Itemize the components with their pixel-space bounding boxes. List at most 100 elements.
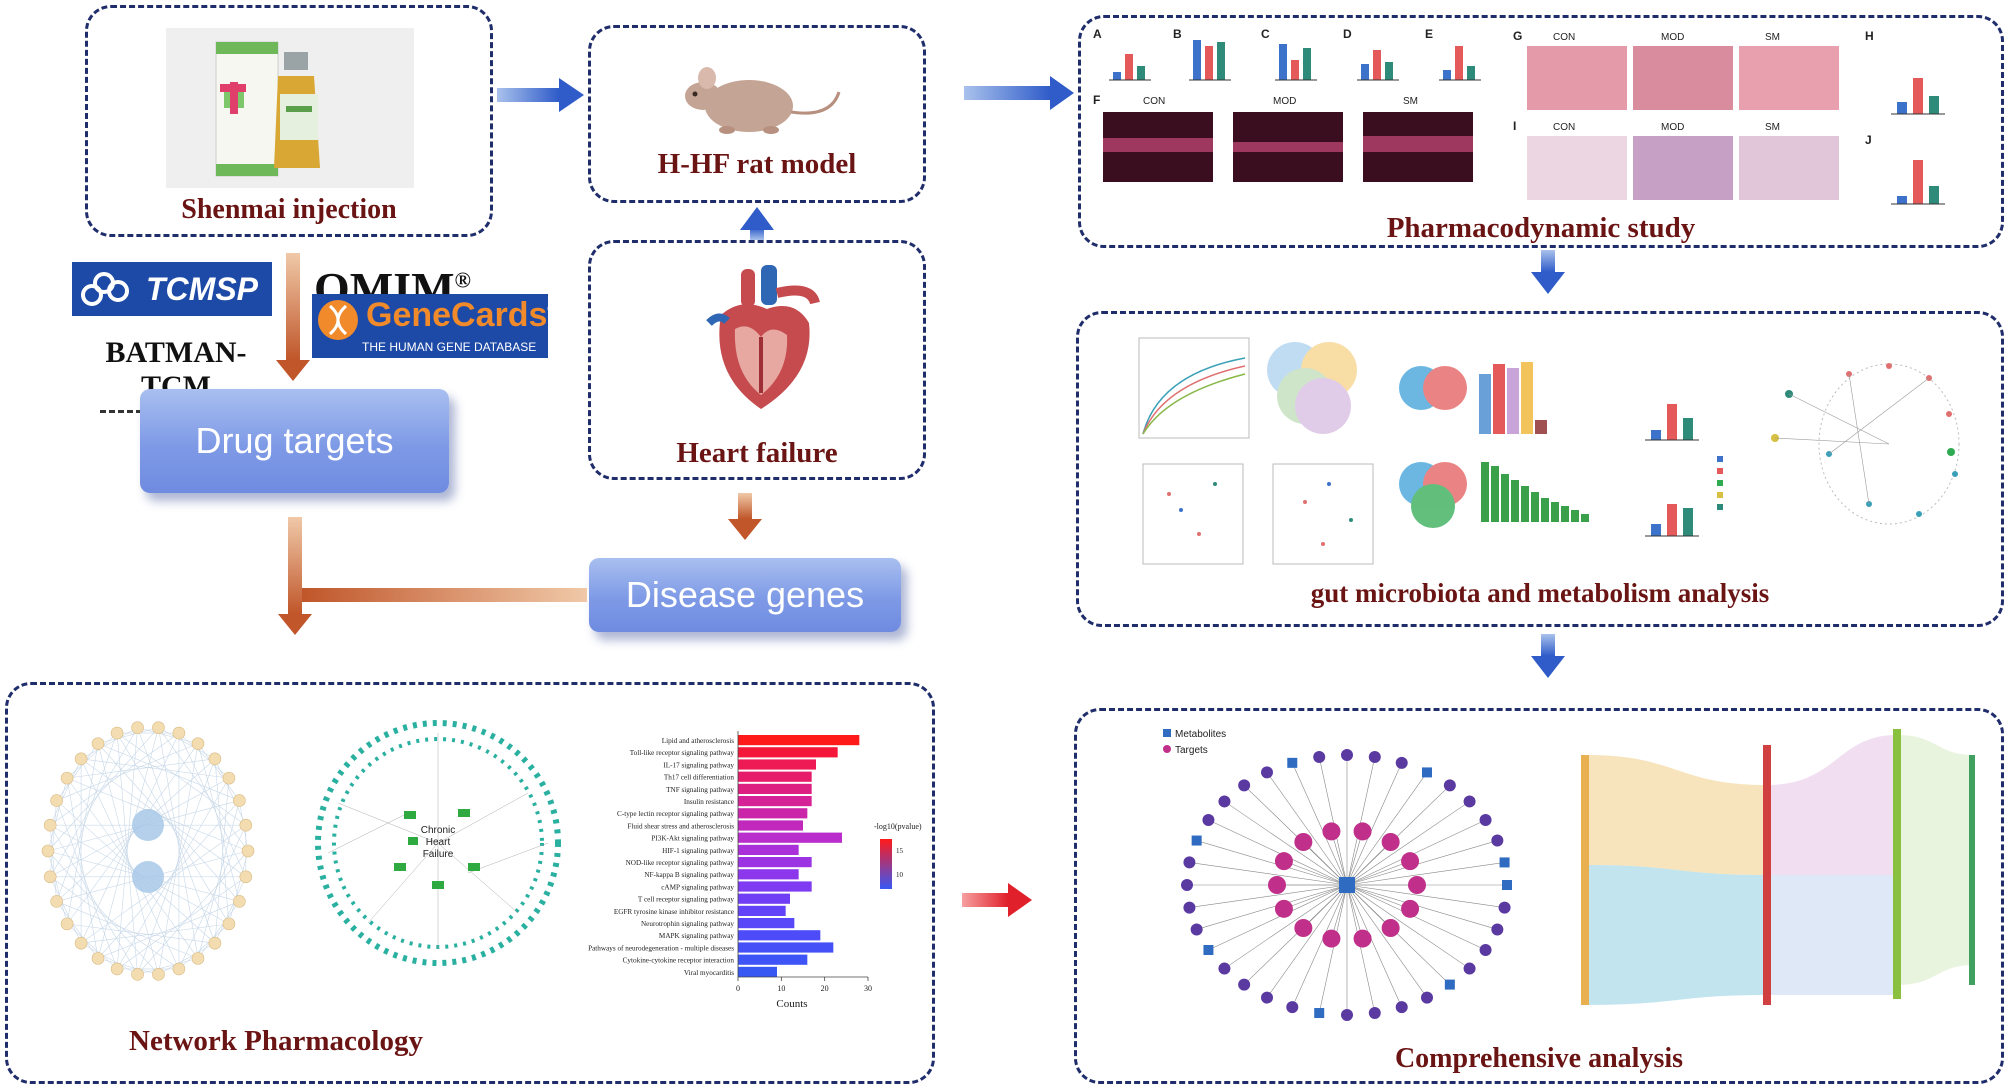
target-node xyxy=(1401,899,1420,918)
metabolite-node xyxy=(1502,880,1512,890)
pharmaco-bar-h xyxy=(1891,78,1945,115)
ppi-edge xyxy=(56,901,199,959)
target-node xyxy=(1443,779,1456,792)
metabolite-node xyxy=(1287,757,1298,768)
comp-edge xyxy=(1346,884,1486,951)
metabolite-node xyxy=(1444,979,1455,990)
kegg-bar xyxy=(738,966,777,977)
letter-h: H xyxy=(1865,29,1874,43)
ppi-edge xyxy=(66,743,199,925)
gut-figure xyxy=(1138,337,1960,565)
ppi-node xyxy=(152,721,165,734)
ppi-edge xyxy=(50,732,180,826)
comp-edge xyxy=(1208,819,1348,886)
comp-edge xyxy=(1292,762,1348,886)
arrow-pharmacodynamic-to-gut xyxy=(1531,250,1565,294)
comp-edge xyxy=(1196,884,1348,930)
kegg-legend-gradient xyxy=(880,839,892,889)
ppi-edge xyxy=(80,758,180,970)
ppi-edge xyxy=(214,758,230,924)
metabolite-node xyxy=(1499,857,1510,868)
target-node xyxy=(1322,822,1341,841)
kegg-x-tick-label: 30 xyxy=(864,984,872,993)
network-panel: Chronic Heart Failure Lipid and atherosc… xyxy=(5,682,935,1084)
metabolite-bars-bottom xyxy=(1645,504,1699,537)
comp-edge xyxy=(1196,840,1348,886)
target-node xyxy=(1294,832,1313,851)
genecards-registered-mark: ® xyxy=(547,300,558,317)
kegg-bar xyxy=(738,796,812,807)
ppi-edge xyxy=(80,824,246,944)
arrow-shenmai-to-rat xyxy=(497,78,584,112)
kegg-bar xyxy=(738,857,812,868)
arrow-heart-failure-to-disease-genes xyxy=(728,493,762,540)
venn-two-top xyxy=(1399,366,1467,410)
ppi-edge xyxy=(158,942,216,975)
disease-genes-box: Disease genes xyxy=(589,558,901,632)
target-node xyxy=(1498,901,1511,914)
comp-edge xyxy=(1266,884,1348,998)
ppi-edge xyxy=(158,727,199,959)
ppi-node xyxy=(222,771,236,785)
ppi-node xyxy=(74,752,88,766)
metabolite-node xyxy=(1203,945,1214,955)
pcoa-plot-right xyxy=(1272,463,1374,565)
comp-edge xyxy=(1318,756,1348,886)
comp-edge xyxy=(1346,884,1428,998)
echo-label-mod: MOD xyxy=(1273,96,1296,107)
kegg-bar xyxy=(738,783,812,794)
ppi-edge xyxy=(81,923,229,944)
ppi-edge xyxy=(49,758,82,826)
comp-edge xyxy=(1346,884,1505,908)
ppi-edge xyxy=(67,923,215,944)
ppi-edge xyxy=(178,732,230,779)
comp-edge xyxy=(1189,862,1348,886)
pharmaco-bar-d: D xyxy=(1343,27,1399,81)
ppi-node xyxy=(60,917,74,931)
comp-edge xyxy=(1208,884,1348,951)
pcoa-plot-left xyxy=(1142,463,1244,565)
network-title: Network Pharmacology xyxy=(129,1025,423,1057)
ppi-node xyxy=(208,752,222,766)
heart-failure-panel: Heart failure xyxy=(588,240,926,480)
metabolite-node xyxy=(1191,835,1202,846)
ppi-edge xyxy=(66,743,99,924)
target-node xyxy=(1218,795,1231,808)
target-node xyxy=(1261,991,1273,1004)
ppi-edge xyxy=(214,778,230,944)
letter-j: J xyxy=(1865,133,1872,147)
ppi-node xyxy=(233,794,246,807)
ppi-edge xyxy=(178,825,247,970)
pharmacodynamic-figure: A B C D E F CON MOD SM G CON MOD SM I CO… xyxy=(1093,27,1945,205)
kegg-pathway-label: TNF signaling pathway xyxy=(666,786,734,794)
intestine-label-mod: MOD xyxy=(1661,122,1684,133)
ppi-node xyxy=(222,917,236,931)
arrow-drug-targets-to-network xyxy=(278,517,312,635)
kegg-bar xyxy=(738,820,803,831)
ppi-node xyxy=(208,936,222,950)
chronic-heart-failure-line-1: Chronic xyxy=(421,825,455,836)
comp-edge xyxy=(1331,884,1348,939)
kegg-bar xyxy=(738,930,821,941)
tcmsp-logo: TCMSP xyxy=(72,262,272,316)
ppi-edge xyxy=(116,733,138,975)
shenmai-product-photo xyxy=(166,28,414,188)
histology-label-con: CON xyxy=(1553,32,1575,43)
intestine-image-con xyxy=(1527,136,1627,200)
comp-edge xyxy=(1346,860,1411,886)
shenmai-title: Shenmai injection xyxy=(181,194,397,225)
kegg-pathway-label: T cell receptor signaling pathway xyxy=(638,896,734,904)
ppi-node xyxy=(43,818,57,832)
target-node xyxy=(1322,929,1341,948)
gut-legend xyxy=(1717,456,1723,510)
omim-registered-mark: ® xyxy=(454,267,471,293)
target-node xyxy=(1401,852,1420,871)
comp-edge xyxy=(1224,884,1348,969)
ppi-edge xyxy=(178,923,230,970)
comp-edge xyxy=(1346,884,1411,910)
arrow-disease-genes-to-merge xyxy=(302,588,587,602)
kegg-legend-title: -log10(pvalue) xyxy=(874,822,922,831)
drug-targets-box: Drug targets xyxy=(140,389,449,493)
histology-label-sm: SM xyxy=(1765,32,1780,43)
ppi-edge xyxy=(97,743,240,902)
